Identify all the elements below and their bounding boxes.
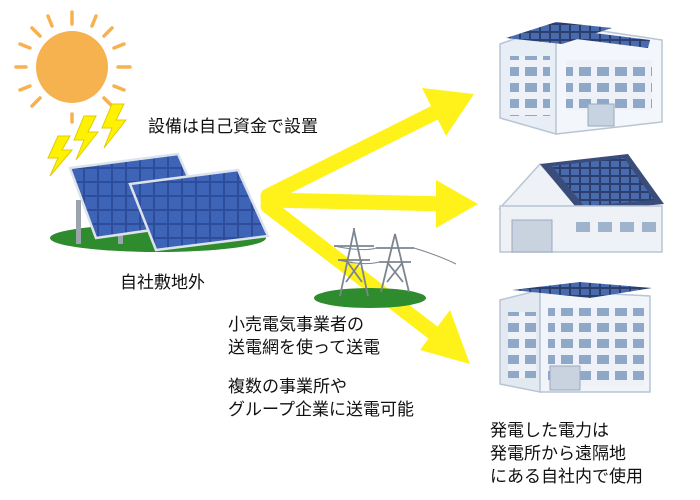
multi-site-label: 複数の事業所や グループ企業に送電可能 — [228, 376, 414, 422]
sun-icon — [14, 10, 132, 124]
multi-label-line-2: グループ企業に送電可能 — [228, 400, 414, 420]
site-label: 自社敷地外 — [120, 273, 205, 293]
factory-icon — [498, 154, 664, 253]
transmission-tower-icon — [314, 228, 457, 308]
use-label-line-2: 発電所から遠隔地 — [490, 444, 626, 464]
office-building-icon — [499, 22, 663, 135]
arrow-to-factory — [260, 180, 478, 228]
funding-label: 設備は自己資金で設置 — [148, 117, 318, 137]
grid-transmission-label: 小売電気事業者の 送電網を使って送電 — [228, 314, 380, 360]
grid-label-line-1: 小売電気事業者の — [228, 315, 364, 335]
multi-label-line-1: 複数の事業所や — [228, 377, 347, 397]
grid-label-line-2: 送電網を使って送電 — [228, 338, 381, 358]
remote-use-label: 発電した電力は 発電所から遠隔地 にある自社内で使用 — [490, 420, 643, 489]
arrow-to-office — [260, 88, 474, 204]
use-label-line-3: にある自社内で使用 — [490, 467, 643, 487]
solar-panel-icon — [50, 152, 270, 252]
lightning-icon — [47, 103, 128, 177]
use-label-line-1: 発電した電力は — [490, 421, 609, 441]
apartment-building-icon — [499, 282, 652, 393]
